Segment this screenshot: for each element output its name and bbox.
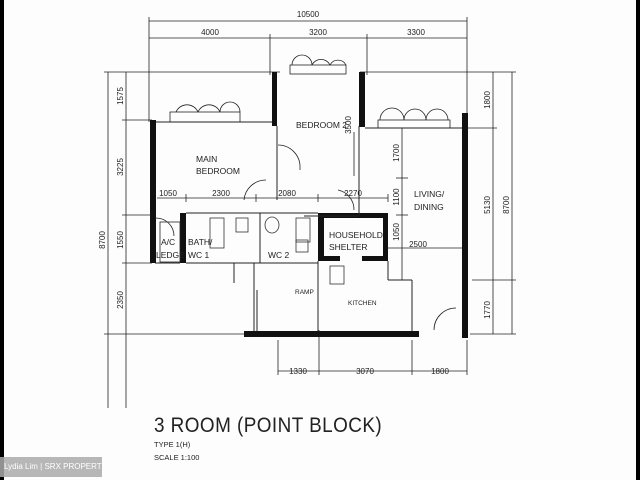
svg-text:8700: 8700 (98, 231, 107, 249)
svg-text:RAMP: RAMP (295, 289, 314, 296)
svg-text:LEDGE: LEDGE (156, 250, 185, 260)
svg-text:A/C: A/C (161, 237, 175, 247)
svg-text:3070: 3070 (356, 367, 374, 376)
svg-text:2350: 2350 (116, 291, 125, 309)
svg-text:BEDROOM: BEDROOM (196, 166, 240, 176)
svg-text:1800: 1800 (431, 367, 449, 376)
plan-scale: SCALE 1:100 (154, 453, 200, 462)
svg-text:5130: 5130 (483, 196, 492, 214)
svg-text:3225: 3225 (116, 158, 125, 176)
svg-text:2500: 2500 (409, 240, 427, 249)
svg-text:1550: 1550 (116, 231, 125, 249)
svg-text:1770: 1770 (483, 301, 492, 319)
svg-text:3200: 3200 (309, 28, 327, 37)
svg-text:2300: 2300 (212, 189, 230, 198)
floor-plan-canvas: 10500 4000 3200 3300 1050 2300 2080 2270… (4, 0, 636, 480)
svg-text:1050: 1050 (159, 189, 177, 198)
svg-text:WC 2: WC 2 (268, 250, 290, 260)
svg-text:WC 1: WC 1 (188, 250, 210, 260)
svg-text:3500: 3500 (344, 116, 353, 134)
svg-text:1100: 1100 (392, 188, 401, 206)
svg-text:MAIN: MAIN (196, 154, 217, 164)
svg-text:4000: 4000 (201, 28, 219, 37)
watermark: Lydia Lim | SRX PROPERTY (0, 457, 107, 477)
svg-text:1050: 1050 (392, 223, 401, 241)
svg-text:2080: 2080 (278, 189, 296, 198)
svg-text:3300: 3300 (407, 28, 425, 37)
svg-text:BEDROOM 2: BEDROOM 2 (296, 120, 347, 130)
plan-title: 3 ROOM (POINT BLOCK) (154, 414, 383, 437)
svg-text:KITCHEN: KITCHEN (348, 300, 377, 307)
svg-text:LIVING/: LIVING/ (414, 189, 445, 199)
svg-text:1575: 1575 (116, 87, 125, 105)
svg-text:2270: 2270 (344, 189, 362, 198)
svg-text:DINING: DINING (414, 202, 444, 212)
svg-text:1700: 1700 (392, 144, 401, 162)
svg-text:SHELTER: SHELTER (329, 242, 368, 252)
svg-text:8700: 8700 (502, 196, 511, 214)
plan-type: TYPE 1(H) (154, 440, 191, 449)
svg-text:BATH/: BATH/ (188, 237, 213, 247)
svg-text:1330: 1330 (289, 367, 307, 376)
floor-plan-drawing: 10500 4000 3200 3300 1050 2300 2080 2270… (98, 10, 516, 408)
svg-text:10500: 10500 (297, 10, 320, 19)
svg-text:HOUSEHOLD: HOUSEHOLD (329, 230, 383, 240)
svg-text:1800: 1800 (483, 91, 492, 109)
